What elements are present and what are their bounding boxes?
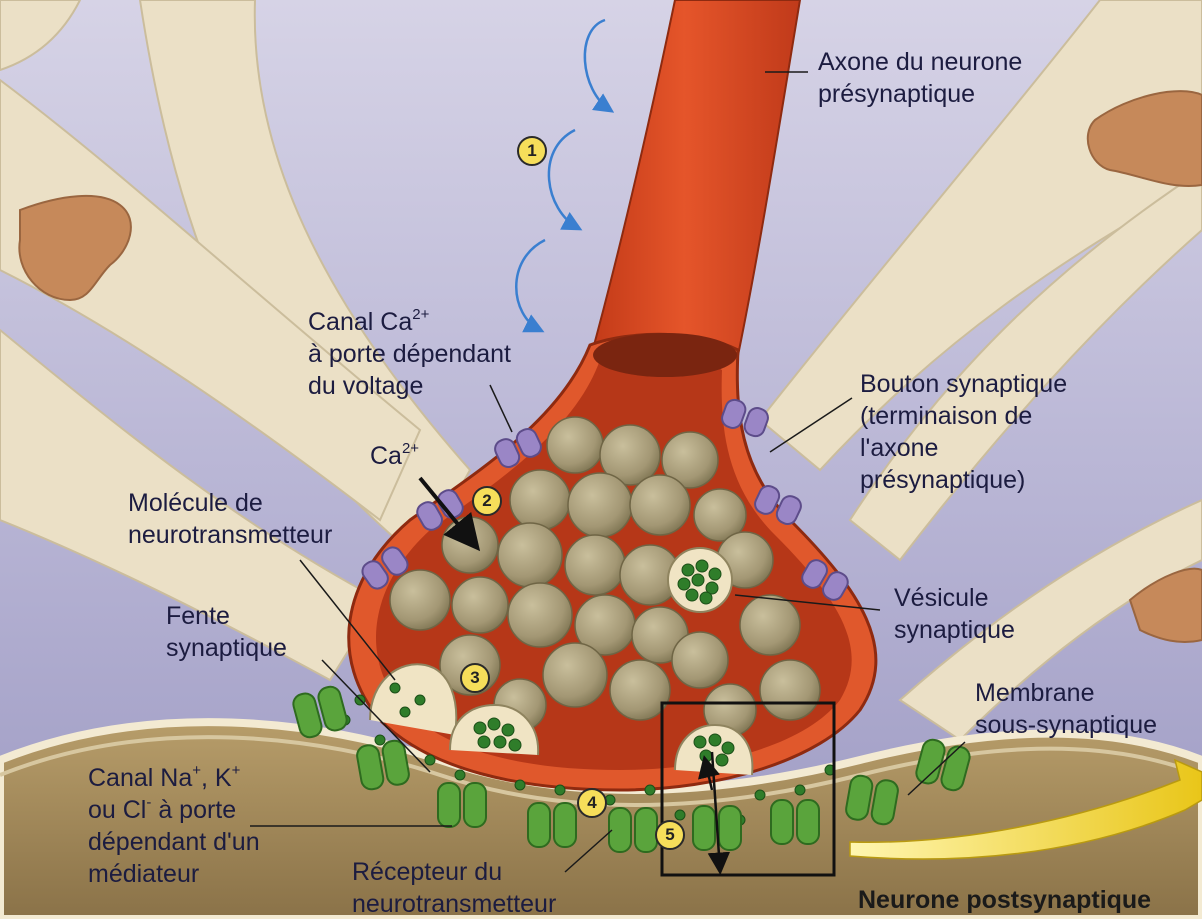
label-cleft-line1: Fente	[166, 600, 287, 632]
label-molecule-line2: neurotransmetteur	[128, 519, 332, 551]
label-receptor: Récepteur du neurotransmetteur	[352, 856, 556, 919]
step-badge-1: 1	[517, 136, 547, 166]
label-bouton-line2: (terminaison de	[860, 400, 1067, 432]
label-postsynaptic-neuron: Neurone postsynaptique	[858, 884, 1151, 916]
label-axon-line2: présynaptique	[818, 78, 1022, 110]
vesicle-with-neurotransmitter	[668, 548, 732, 612]
label-molecule-line1: Molécule de	[128, 487, 332, 519]
label-membrane-line1: Membrane	[975, 677, 1157, 709]
step-badge-4: 4	[577, 788, 607, 818]
label-bouton: Bouton synaptique (terminaison de l'axon…	[860, 368, 1067, 496]
step-badge-5: 5	[655, 820, 685, 850]
label-subsynaptic-membrane: Membrane sous-synaptique	[975, 677, 1157, 741]
label-ion-channel: Canal Na+, K+ ou Cl- à porte dépendant d…	[88, 762, 260, 890]
label-bouton-line1: Bouton synaptique	[860, 368, 1067, 400]
label-calcium-ion: Ca2+	[370, 440, 419, 472]
step-badge-3: 3	[460, 663, 490, 693]
label-vesicle-line1: Vésicule	[894, 582, 1015, 614]
label-bouton-line4: présynaptique)	[860, 464, 1067, 496]
label-neurotransmitter-molecule: Molécule de neurotransmetteur	[128, 487, 332, 551]
label-vesicle: Vésicule synaptique	[894, 582, 1015, 646]
label-ion-channel-line3: dépendant d'un	[88, 826, 260, 858]
label-receptor-line2: neurotransmetteur	[352, 888, 556, 919]
label-ion-channel-line4: médiateur	[88, 858, 260, 890]
step-badge-2: 2	[472, 486, 502, 516]
label-calcium-channel-line3: du voltage	[308, 370, 511, 402]
label-calcium-channel: Canal Ca2+ à porte dépendant du voltage	[308, 306, 511, 402]
label-bouton-line3: l'axone	[860, 432, 1067, 464]
label-cleft-line2: synaptique	[166, 632, 287, 664]
label-synaptic-cleft: Fente synaptique	[166, 600, 287, 664]
label-calcium-channel-line1: Canal Ca2+	[308, 306, 511, 338]
label-ion-channel-line2: ou Cl- à porte	[88, 794, 260, 826]
label-vesicle-line2: synaptique	[894, 614, 1015, 646]
label-axon: Axone du neurone présynaptique	[818, 46, 1022, 110]
label-ion-channel-line1: Canal Na+, K+	[88, 762, 260, 794]
label-receptor-line1: Récepteur du	[352, 856, 556, 888]
label-membrane-line2: sous-synaptique	[975, 709, 1157, 741]
label-axon-line1: Axone du neurone	[818, 46, 1022, 78]
axon-cut-opening	[593, 333, 737, 377]
label-calcium-channel-line2: à porte dépendant	[308, 338, 511, 370]
